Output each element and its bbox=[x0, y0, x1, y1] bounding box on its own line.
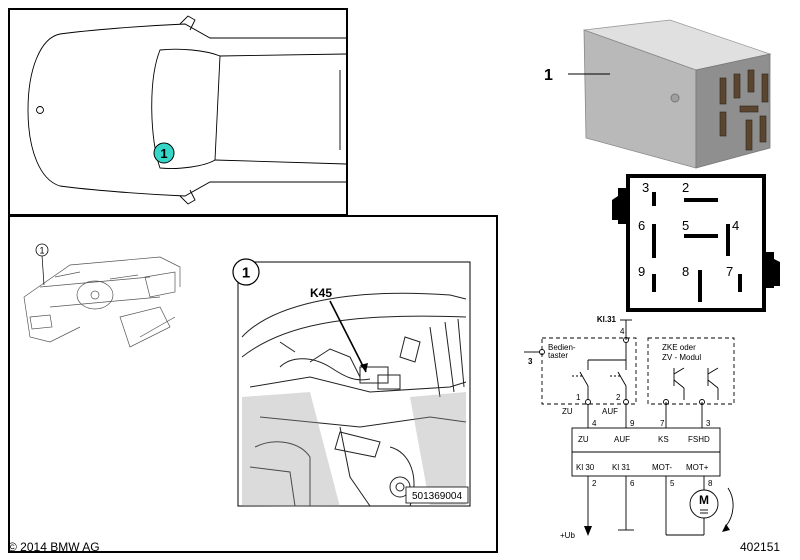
pin-label: 3 bbox=[642, 180, 649, 195]
photo-code: 501369004 bbox=[412, 491, 462, 502]
switch-label-line1: Bedien- bbox=[548, 343, 576, 352]
motor-label: M bbox=[699, 493, 709, 507]
ground-label: Kl.31 bbox=[597, 315, 617, 324]
switch-name: ZU bbox=[562, 407, 573, 416]
switch-label-line2: taster bbox=[548, 351, 568, 360]
installation-view-panel: 1 bbox=[8, 215, 498, 553]
car-outline-drawing: 1 bbox=[27, 15, 347, 205]
relay-output-pin: 2 bbox=[592, 479, 597, 488]
wiring-schematic: Kl.31 4 3 Bedien- taster ZKE oder ZV - M… bbox=[524, 315, 735, 540]
pin-label: 4 bbox=[732, 218, 739, 233]
relay-output-pin: 6 bbox=[630, 479, 635, 488]
relay-input-name: FSHD bbox=[688, 435, 710, 444]
pin-label: 6 bbox=[638, 218, 645, 233]
relay-output-name: MOT+ bbox=[686, 463, 709, 472]
diagram-number: 402151 bbox=[740, 540, 781, 554]
pin-label: 5 bbox=[682, 218, 689, 233]
relay-input-name: KS bbox=[658, 435, 669, 444]
relay-input-name: ZU bbox=[578, 435, 589, 444]
relay-input-name: AUF bbox=[614, 435, 630, 444]
relay-output-pin: 5 bbox=[670, 479, 675, 488]
detail-photo: K45 1 501369004 bbox=[232, 258, 471, 507]
pin-label: 9 bbox=[638, 264, 645, 279]
supply-label: +Ub bbox=[560, 531, 575, 540]
car-top-view-panel: 1 bbox=[8, 8, 348, 216]
switch-pin: 1 bbox=[576, 393, 581, 402]
relay-input-pin: 3 bbox=[706, 419, 711, 428]
location-marker-circle bbox=[153, 142, 175, 164]
relay-input-pin: 7 bbox=[660, 419, 665, 428]
component-label: K45 bbox=[310, 286, 332, 300]
relay-input-pin: 4 bbox=[592, 419, 597, 428]
dashboard-marker: 1 bbox=[39, 246, 44, 256]
pin-label: 2 bbox=[682, 180, 689, 195]
relay-pinout: 3 2 6 5 4 9 8 7 bbox=[612, 174, 780, 312]
switch-name: AUF bbox=[602, 407, 618, 416]
relay-output-name: Kl 30 bbox=[576, 463, 595, 472]
relay-callout: 1 bbox=[544, 67, 553, 84]
module-label-line2: ZV - Modul bbox=[662, 353, 701, 362]
copyright: © 2014 BMW AG bbox=[8, 540, 100, 554]
relay-output-name: MOT- bbox=[652, 463, 672, 472]
relay-input-pin: 9 bbox=[630, 419, 635, 428]
emblem-icon bbox=[36, 106, 44, 114]
location-marker-number: 1 bbox=[160, 146, 167, 161]
pin-label: 8 bbox=[682, 264, 689, 279]
top-pin: 4 bbox=[620, 327, 625, 336]
relay-output-name: Kl 31 bbox=[612, 463, 631, 472]
pin-label: 7 bbox=[726, 264, 733, 279]
module-label-line1: ZKE oder bbox=[662, 343, 696, 352]
relay-illustration: 1 bbox=[544, 19, 772, 169]
input-pin: 3 bbox=[528, 357, 533, 366]
installation-drawings: 1 bbox=[23, 243, 471, 507]
relay-output-pin: 8 bbox=[708, 479, 713, 488]
detail-marker: 1 bbox=[242, 265, 250, 282]
dashboard-sketch bbox=[23, 256, 181, 348]
switch-pin: 2 bbox=[616, 393, 621, 402]
